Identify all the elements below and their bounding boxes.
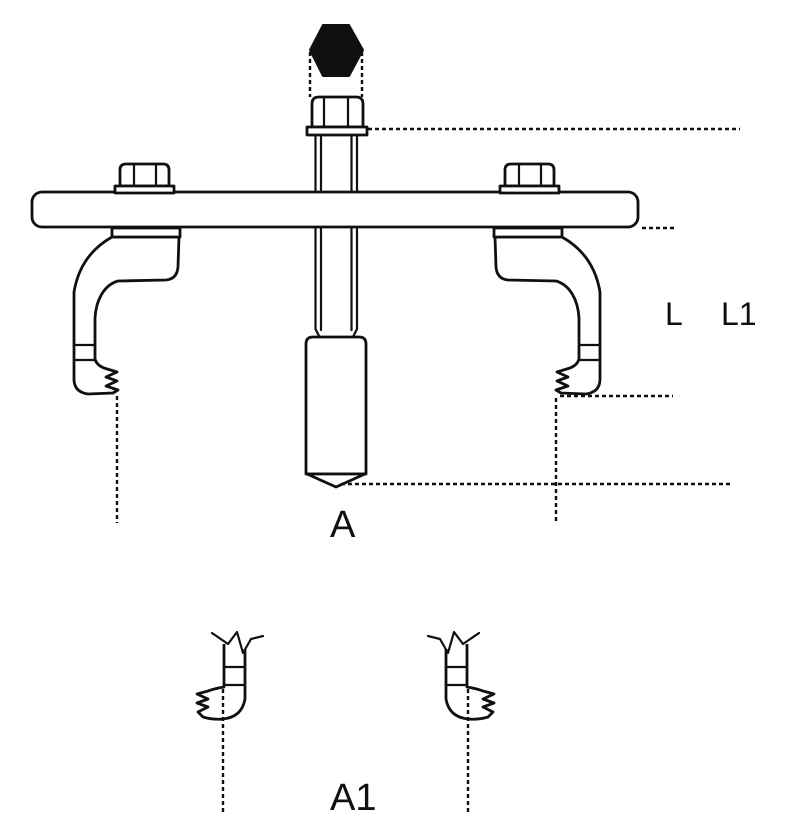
center-screw [314,133,359,338]
left-arm-washer [110,226,182,239]
left-hook-arm [72,226,182,396]
right-hook-arm [492,226,602,396]
detail-right-jaw [426,630,496,721]
label-l: L [665,296,683,332]
screw-hex-head [309,24,364,77]
crossbeam [30,190,640,229]
left-arm-joint-lines [72,343,97,362]
right-arm-joint-lines [577,343,602,362]
screw-tip-cone [305,472,367,489]
label-l1: L1 [721,296,757,332]
detail-left-break-line [210,630,265,655]
detail-view: A1 [195,630,496,819]
detail-right-break-line [426,630,481,655]
detail-left-jaw-joint-lines [222,665,247,687]
right-arm-washer [492,226,564,239]
right-arm-bolt [498,162,561,195]
label-a: A [330,504,356,546]
left-arm-bolt [113,162,176,195]
detail-right-jaw-joint-lines [444,665,469,687]
label-a1: A1 [330,777,376,819]
drive-nut [305,95,369,137]
screw-tip [304,335,368,489]
main-view: L L1 A [30,24,757,546]
detail-left-jaw [195,630,265,812]
